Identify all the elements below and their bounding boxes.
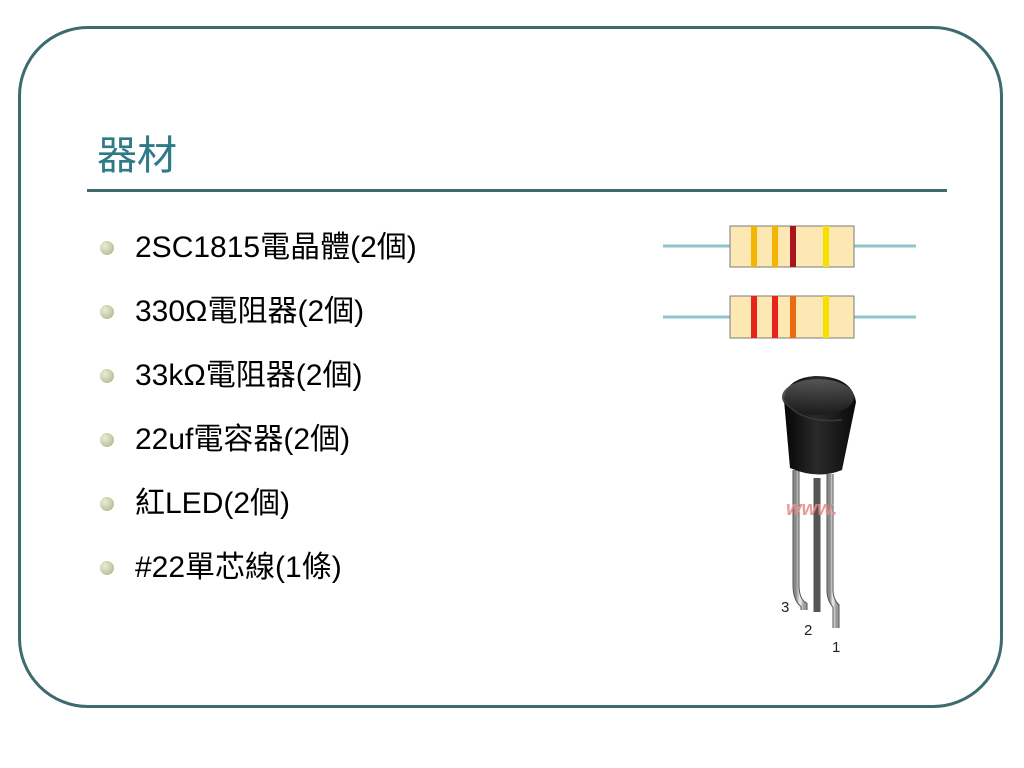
list-item-label: 33kΩ電阻器(2個) xyxy=(135,359,363,392)
list-item: 2SC1815電晶體(2個) xyxy=(98,224,417,288)
list-item-label: #22單芯線(1條) xyxy=(135,551,342,584)
bullet-icon xyxy=(100,561,114,575)
title-divider xyxy=(87,189,947,192)
bullet-icon xyxy=(100,241,114,255)
list-item: #22單芯線(1條) xyxy=(98,544,417,608)
list-item: 紅LED(2個) xyxy=(98,480,417,544)
slide-title: 器材 xyxy=(97,133,177,179)
list-item: 330Ω電阻器(2個) xyxy=(98,288,417,352)
slide-frame xyxy=(18,26,1003,708)
list-item-label: 2SC1815電晶體(2個) xyxy=(135,231,417,264)
bullet-icon xyxy=(100,433,114,447)
list-item-label: 紅LED(2個) xyxy=(135,487,291,520)
bullet-icon xyxy=(100,305,114,319)
bullet-icon xyxy=(100,497,114,511)
list-item-label: 22uf電容器(2個) xyxy=(135,423,351,456)
list-item-label: 330Ω電阻器(2個) xyxy=(135,295,365,328)
list-item: 33kΩ電阻器(2個) xyxy=(98,352,417,416)
list-item: 22uf電容器(2個) xyxy=(98,416,417,480)
bullet-icon xyxy=(100,369,114,383)
equipment-list: 2SC1815電晶體(2個) 330Ω電阻器(2個) 33kΩ電阻器(2個) 2… xyxy=(98,224,417,608)
